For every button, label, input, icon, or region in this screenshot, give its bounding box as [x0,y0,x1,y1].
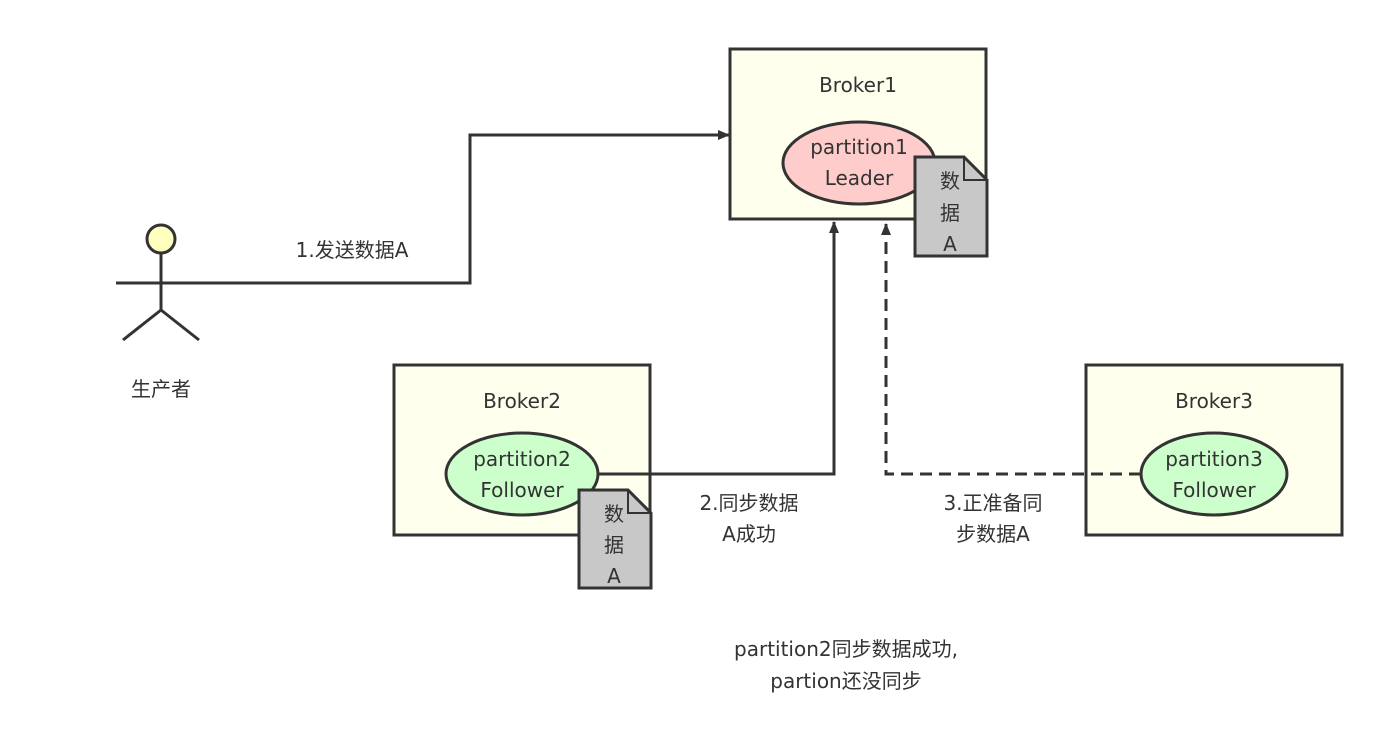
partition2-name: partition2 [473,447,571,471]
producer-actor: 生产者 [116,223,206,401]
doc1-line3: A [943,232,957,256]
sync-done-label-line2: A成功 [722,522,776,546]
sync-pending-label-line2: 步数据A [956,522,1030,546]
actor-right-leg [160,308,200,342]
partition3-role: Follower [1172,478,1256,502]
partition3-name: partition3 [1165,447,1263,471]
actor-head [145,223,177,255]
sync-pending-label-line1: 3.正准备同 [943,491,1042,515]
doc1-line2: 据 [940,201,960,225]
doc2-line2: 据 [604,533,624,557]
doc2-line1: 数 [604,502,624,526]
edge-sync-done: 2.同步数据 A成功 [598,221,839,546]
document-fold [963,157,987,181]
partition2-ellipse [444,431,600,517]
sync-done-arrow [598,221,839,476]
partition1-name: partition1 [810,135,908,159]
document-fold [627,490,651,514]
actor-left-leg [122,308,162,342]
sync-pending-arrow [881,223,1141,476]
document-icon [577,488,653,590]
sync-done-label-line1: 2.同步数据 [699,491,798,515]
broker1-data-document: 数 据 A [913,155,989,258]
document-icon [913,155,989,258]
partition1-role: Leader [825,166,894,190]
send-arrow [206,130,730,285]
note-line2: partion还没同步 [770,669,921,693]
broker2-data-document: 数 据 A [577,488,653,590]
send-label: 1.发送数据A [296,238,409,262]
broker2-title: Broker2 [483,389,561,413]
actor-label: 生产者 [131,377,191,401]
broker3: Broker3 partition3 Follower [1084,363,1344,537]
partition3-ellipse [1139,431,1289,517]
edge-sync-pending: 3.正准备同 步数据A [881,223,1141,546]
broker1: Broker1 partition1 Leader [728,47,988,221]
doc1-line1: 数 [940,169,960,193]
partition2-role: Follower [480,478,564,502]
edge-send-data: 1.发送数据A [206,130,730,285]
note-line1: partition2同步数据成功, [734,637,958,661]
status-note: partition2同步数据成功, partion还没同步 [734,637,958,693]
doc2-line3: A [607,564,621,588]
broker3-title: Broker3 [1175,389,1253,413]
broker1-title: Broker1 [819,73,897,97]
